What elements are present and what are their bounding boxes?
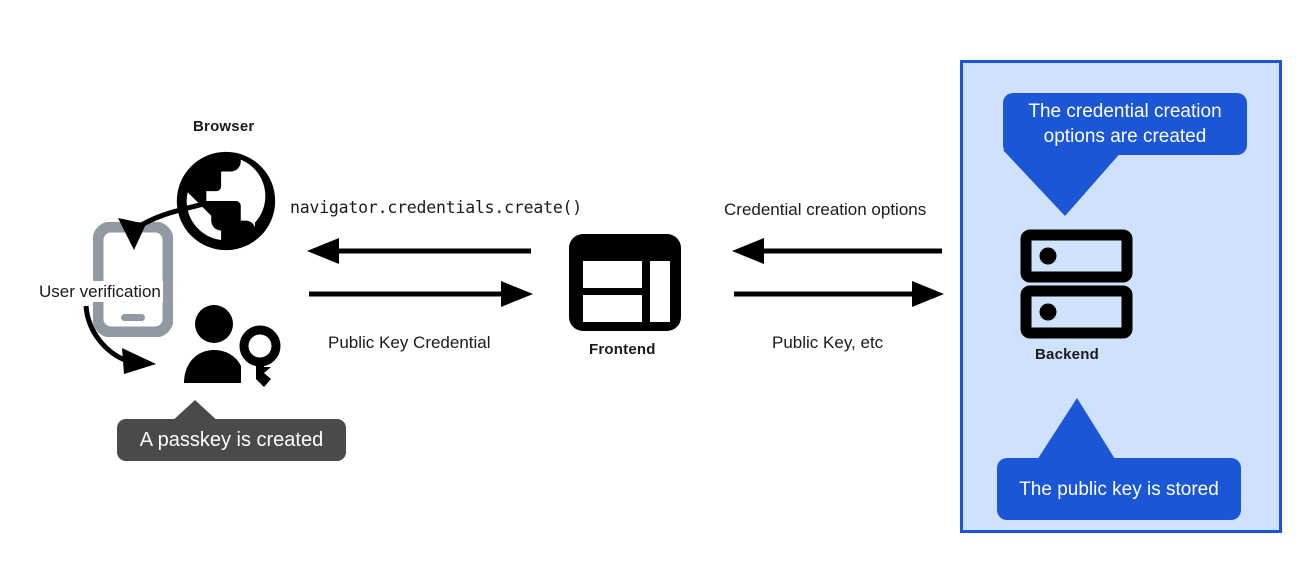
arrow-left-frontend-backend [732,238,942,264]
server-rack-icon [1020,229,1133,339]
arrow-device-to-user [83,305,156,374]
flow-frontend-backend-top-label: Credential creation options [724,200,927,219]
flow-browser-frontend-bottom-label: Public Key Credential [328,333,491,352]
callout-public-key-stored: The public key is stored [997,458,1241,520]
arrow-browser-to-device [118,201,205,250]
frontend-layout-icon [569,234,681,331]
flow-frontend-backend-bottom-label: Public Key, etc [772,333,884,352]
frontend-node-label: Frontend [589,341,656,358]
callout-credential-options: The credential creation options are crea… [1003,93,1247,155]
arrow-right-browser-frontend [309,281,533,307]
passkey-tooltip-tail [169,400,221,424]
callout-top-tail [1003,150,1123,216]
flow-browser-frontend-top-label: navigator.credentials.create() [290,198,583,217]
browser-node-label: Browser [193,118,255,135]
user-verification-label: User verification [37,281,163,303]
backend-panel: The credential creation options are crea… [960,60,1282,533]
arrow-right-frontend-backend [734,281,944,307]
passkey-created-tooltip: A passkey is created [117,419,346,461]
backend-node-label: Backend [1035,346,1099,363]
arrow-left-browser-frontend [307,238,531,264]
person-with-key-icon [184,305,281,387]
globe-icon [176,151,276,251]
